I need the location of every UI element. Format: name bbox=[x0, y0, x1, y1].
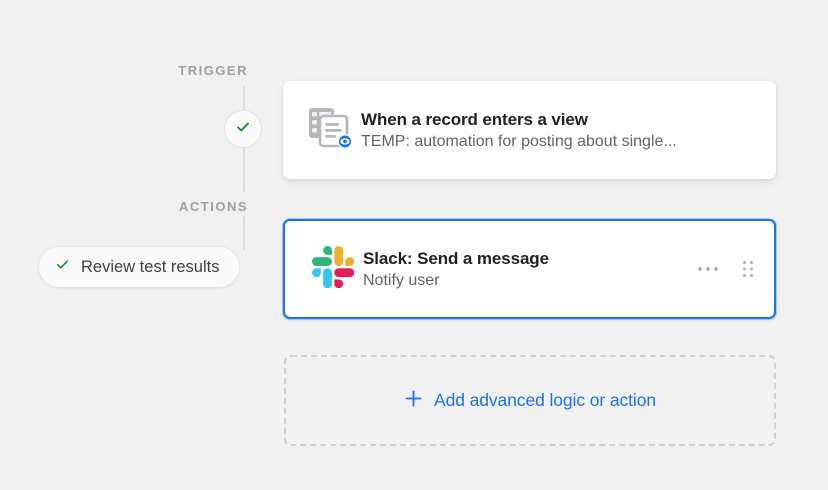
action-card-icon-wrap bbox=[303, 245, 363, 293]
trigger-card-icon-wrap bbox=[301, 107, 361, 154]
slack-logo-icon bbox=[312, 245, 355, 293]
action-card-body: Slack: Send a message Notify user bbox=[363, 249, 696, 290]
trigger-card-subtitle: TEMP: automation for posting about singl… bbox=[361, 132, 677, 150]
action-card-controls bbox=[696, 259, 774, 279]
timeline-connector-middle bbox=[243, 148, 245, 192]
drag-handle-icon[interactable] bbox=[740, 259, 756, 279]
review-test-results-label: Review test results bbox=[81, 257, 220, 276]
trigger-card-title: When a record enters a view bbox=[361, 109, 588, 129]
trigger-card-body: When a record enters a view TEMP: automa… bbox=[361, 110, 776, 151]
timeline-status-node bbox=[224, 110, 262, 148]
trigger-section-label: TRIGGER bbox=[178, 63, 248, 78]
action-card-subtitle: Notify user bbox=[363, 271, 440, 289]
actions-section-label: ACTIONS bbox=[179, 199, 248, 214]
timeline-connector-top bbox=[243, 86, 245, 112]
timeline-connector-bottom bbox=[243, 216, 245, 250]
green-check-icon bbox=[235, 119, 251, 140]
view-badge-icon bbox=[337, 133, 353, 149]
add-advanced-logic-or-action-button[interactable]: Add advanced logic or action bbox=[284, 355, 776, 446]
review-test-results-button[interactable]: Review test results bbox=[38, 246, 241, 288]
add-advanced-logic-or-action-label: Add advanced logic or action bbox=[434, 390, 656, 410]
ellipsis-icon[interactable] bbox=[696, 259, 720, 279]
action-card-slack[interactable]: Slack: Send a message Notify user bbox=[283, 219, 776, 319]
action-card-title: Slack: Send a message bbox=[363, 248, 549, 268]
record-view-icon bbox=[308, 107, 354, 154]
check-icon bbox=[55, 257, 70, 277]
trigger-card[interactable]: When a record enters a view TEMP: automa… bbox=[283, 81, 776, 179]
plus-icon bbox=[404, 389, 423, 413]
